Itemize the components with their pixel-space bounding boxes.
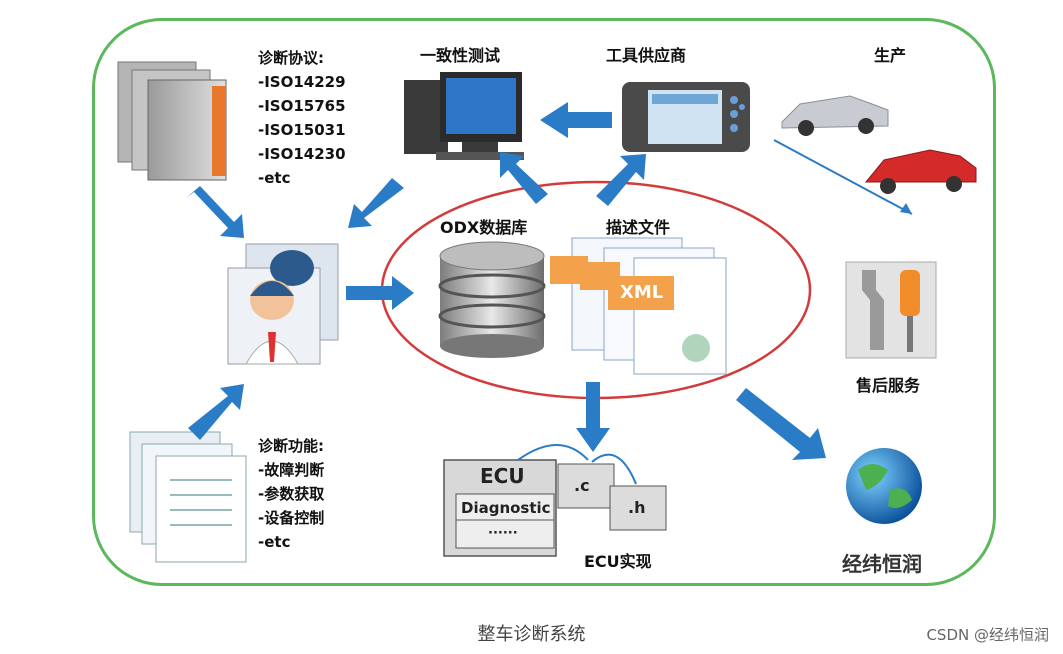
arrow-engineers-to-database: [346, 276, 414, 310]
protocol-item: -etc: [258, 169, 291, 187]
aftersales-tools-icon: [845, 261, 937, 359]
ecu-diagram: [443, 444, 667, 557]
function-item: -etc: [258, 533, 291, 551]
conformance-test-label: 一致性测试: [420, 46, 501, 65]
h-file-label: .h: [628, 498, 646, 517]
arrow-protocols-to-engineers: [186, 186, 244, 238]
figure-caption: 整车诊断系统: [477, 624, 586, 645]
protocol-item: -ISO14229: [258, 73, 346, 91]
arrow-files-to-tool: [596, 154, 646, 206]
globe-icon: [846, 448, 922, 524]
production-label: 生产: [874, 46, 907, 65]
watermark: 经纬恒润: [842, 552, 922, 576]
odx-database-icon: [438, 241, 546, 358]
function-documents-icon: [129, 431, 247, 563]
aftersales-label: 售后服务: [856, 376, 921, 395]
diagnostic-tool-icon: [622, 82, 750, 152]
ecu-title: ECU: [480, 464, 525, 488]
protocol-item: -ISO15031: [258, 121, 346, 139]
computer-icon: [404, 72, 524, 160]
arrow-to-aftersales: [736, 388, 826, 460]
description-file-label: 描述文件: [606, 218, 671, 237]
function-list: 诊断功能: -故障判断 -参数获取 -设备控制 -etc: [258, 434, 324, 554]
xml-label: XML: [620, 282, 664, 303]
silver-car-icon: [781, 95, 889, 136]
arrow-files-to-ecu: [576, 382, 610, 452]
engineers-icon: [227, 243, 339, 365]
arrow-tool-to-test: [540, 102, 612, 138]
c-file-label: .c: [574, 476, 590, 495]
function-item: -故障判断: [258, 461, 325, 479]
protocol-item: -ISO14230: [258, 145, 346, 163]
ecu-dots: ······: [488, 526, 518, 541]
csdn-credit: CSDN @经纬恒润: [926, 626, 1049, 644]
protocol-folders-icon: [117, 61, 227, 181]
diagnostic-module: Diagnostic: [461, 499, 551, 517]
odx-database-label: ODX数据库: [440, 218, 528, 237]
ecu-impl-label: ECU实现: [584, 552, 652, 571]
protocol-item: -ISO15765: [258, 97, 346, 115]
production-arrow: [773, 139, 913, 215]
protocol-list-title: 诊断协议:: [258, 49, 324, 67]
arrow-functions-to-engineers: [188, 384, 244, 440]
function-list-title: 诊断功能:: [258, 437, 324, 455]
xml-files-icon: [550, 237, 727, 375]
arrow-database-to-test: [500, 152, 548, 204]
system-frame: [92, 18, 996, 586]
red-car-icon: [864, 149, 977, 194]
protocol-list: 诊断协议: -ISO14229 -ISO15765 -ISO15031 -ISO…: [258, 46, 346, 190]
flow-arrows: [186, 102, 826, 460]
arrow-test-to-engineers: [348, 178, 404, 228]
function-item: -设备控制: [258, 509, 325, 527]
tool-vendor-label: 工具供应商: [606, 46, 687, 65]
function-item: -参数获取: [258, 485, 325, 503]
